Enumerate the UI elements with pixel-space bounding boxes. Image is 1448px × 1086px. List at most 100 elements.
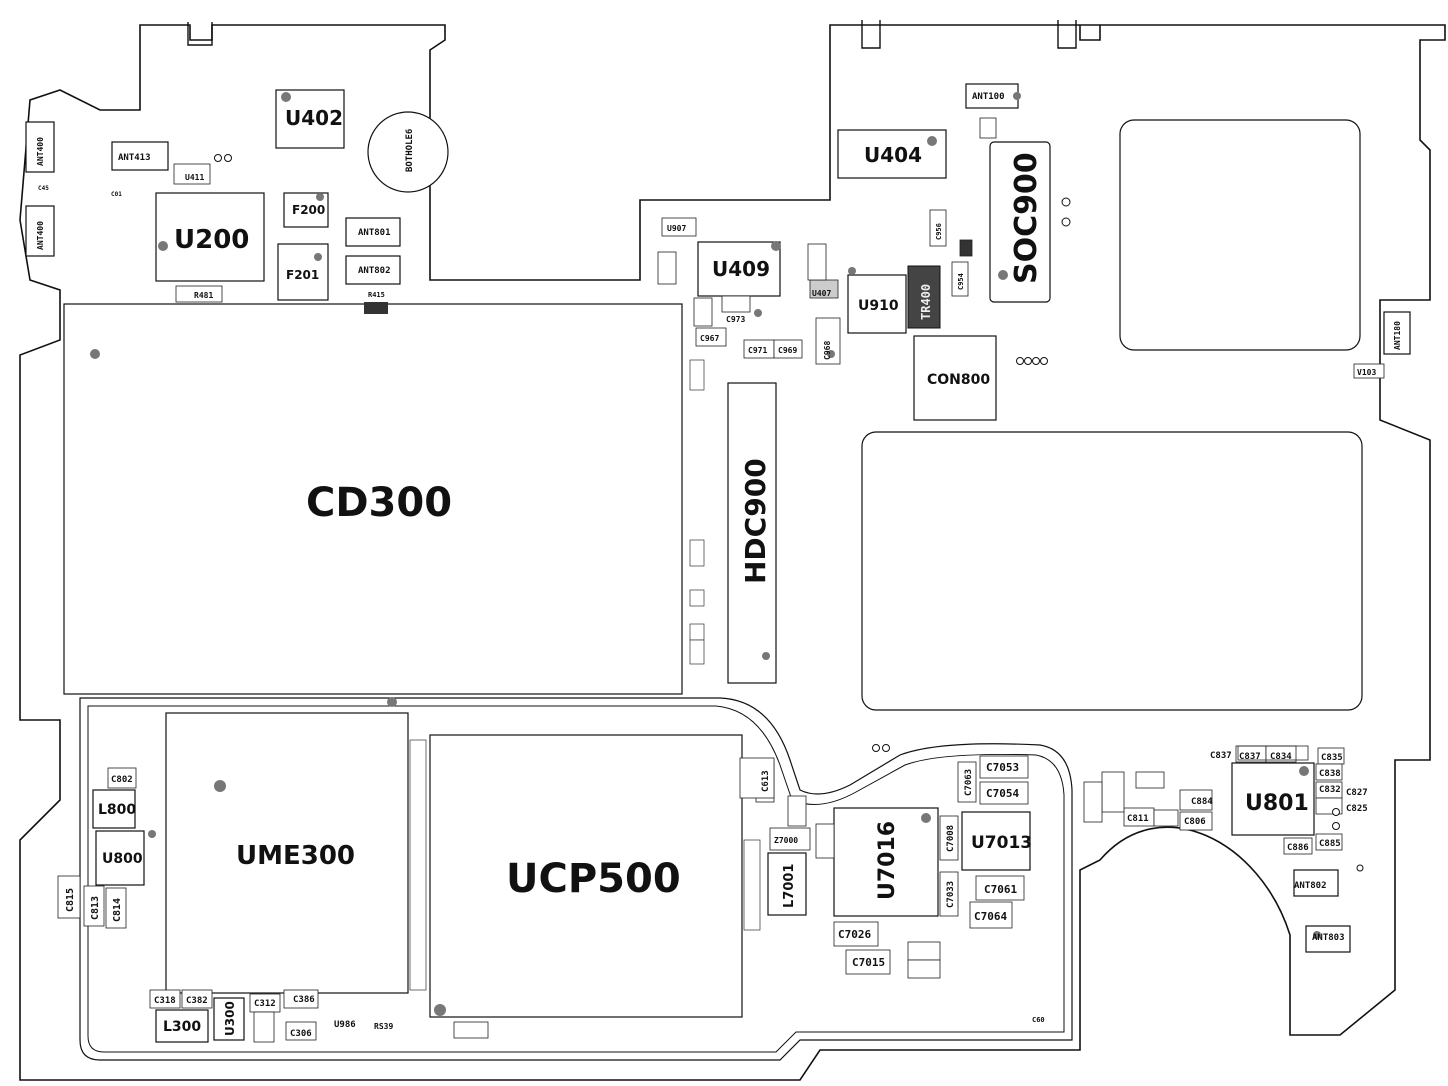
c971-label: C971: [748, 346, 767, 355]
c837b-label: C837: [1239, 752, 1261, 762]
c7063-label: C7063: [964, 769, 974, 796]
ume300-label: UME300: [236, 841, 355, 871]
u801-label: U801: [1245, 791, 1309, 816]
test-points: [214, 154, 1364, 872]
c7064-label: C7064: [974, 910, 1007, 923]
v103-label: V103: [1357, 368, 1376, 377]
c386-label: C386: [293, 995, 315, 1005]
c806-label: C806: [1184, 817, 1206, 827]
c886-label: C886: [1287, 843, 1309, 853]
u411-label: U411: [185, 173, 204, 182]
c7015-label: C7015: [852, 956, 885, 969]
u409-chip: [697, 241, 781, 297]
c7054-label: C7054: [986, 787, 1019, 800]
cd300-footprint: [63, 303, 683, 695]
c306-label: C306: [290, 1029, 312, 1039]
c7008-label: C7008: [946, 825, 956, 852]
u910-label: U910: [858, 298, 899, 314]
u407-label: U407: [812, 289, 831, 298]
u7016-chip: [833, 807, 939, 917]
u200-chip: [155, 192, 265, 282]
r415-pad: [364, 302, 388, 314]
c312-label: C312: [254, 999, 276, 1009]
cd300-label: CD300: [306, 480, 452, 526]
con800-connector: [913, 335, 997, 421]
l300-chip: [155, 1009, 209, 1043]
con800-label: CON800: [927, 372, 990, 388]
hdc900-label: HDC900: [739, 458, 772, 584]
z7000-label: Z7000: [774, 836, 798, 845]
c318-label: C318: [154, 996, 176, 1006]
ant180-label: ANT180: [1393, 321, 1402, 350]
c968-label: C968: [823, 341, 832, 360]
l800-chip: [92, 789, 136, 829]
u200-label: U200: [174, 225, 249, 255]
ant802-bottom-pad: [1293, 869, 1339, 897]
c813-label: C813: [90, 896, 101, 920]
ant803-pad: [1305, 925, 1351, 953]
c835-label: C835: [1321, 753, 1343, 763]
soc900-connector: [989, 141, 1051, 303]
c814-label: C814: [112, 898, 123, 922]
c7061-label: C7061: [984, 883, 1017, 896]
ant801-pad: [345, 217, 401, 247]
c60-label: C60: [1032, 1016, 1045, 1024]
shield-can-right-middle: [861, 431, 1363, 711]
c382-label: C382: [186, 996, 208, 1006]
c837a-label: C837: [1210, 751, 1232, 761]
ant100-pad: [965, 83, 1019, 109]
u7016-label: U7016: [875, 821, 900, 900]
c7033-label: C7033: [946, 881, 956, 908]
ant413-label: ANT413: [118, 153, 151, 163]
u409-label: U409: [712, 257, 770, 281]
ant802top-label: ANT802: [358, 266, 391, 276]
ume300-chip: [165, 712, 409, 994]
c802-label: C802: [111, 775, 133, 785]
ant413-pad: [111, 141, 169, 171]
tr400-chip: [907, 265, 941, 329]
bothole-label: BOTHOLE6: [405, 129, 415, 172]
lower-shield-outline: [79, 697, 1073, 1061]
c954-label: C954: [957, 273, 965, 290]
u404-label: U404: [864, 143, 922, 167]
u402-label: U402: [285, 106, 343, 130]
ant100-label: ANT100: [972, 92, 1005, 102]
u910-chip: [847, 274, 907, 334]
u7013-label: U7013: [971, 833, 1032, 853]
c815-label: C815: [65, 888, 76, 912]
u300-label: U300: [223, 1001, 237, 1036]
l800-label: L800: [98, 802, 136, 818]
ant802-top-pad: [345, 255, 401, 285]
c825-label: C825: [1346, 804, 1368, 814]
l300-label: L300: [163, 1019, 201, 1035]
u7013-chip: [961, 811, 1031, 871]
l7001-chip: [767, 852, 807, 916]
c834-label: C834: [1270, 752, 1292, 762]
u907-label: U907: [667, 224, 686, 233]
ant400-bottom-pad: [25, 205, 55, 257]
pin-strips: [409, 359, 761, 991]
u800-label: U800: [102, 851, 143, 867]
hdc900-connector: [727, 382, 777, 684]
shield-can-upper-right: [1119, 119, 1361, 351]
c7053-label: C7053: [986, 761, 1019, 774]
ant400a-label: ANT400: [36, 137, 45, 166]
c613-label: C613: [761, 770, 771, 792]
c885-label: C885: [1319, 839, 1341, 849]
bothole6-circle: [367, 111, 449, 193]
rs39-label: RS39: [374, 1022, 393, 1031]
u986-label: U986: [334, 1020, 356, 1030]
f201-label: F201: [286, 268, 319, 282]
c884-label: C884: [1191, 797, 1213, 807]
c956-label: C956: [935, 223, 943, 240]
ant801-label: ANT801: [358, 228, 391, 238]
ucp500-chip: [429, 734, 743, 1018]
passive-components-cluster: [57, 117, 1385, 1043]
r415-label: R415: [368, 291, 385, 299]
tr400-label: TR400: [919, 284, 933, 320]
c45-label: C45: [38, 185, 49, 192]
u801-chip: [1231, 762, 1315, 836]
ant803-label: ANT803: [1312, 933, 1345, 943]
board-notch-top-left: [187, 22, 213, 46]
